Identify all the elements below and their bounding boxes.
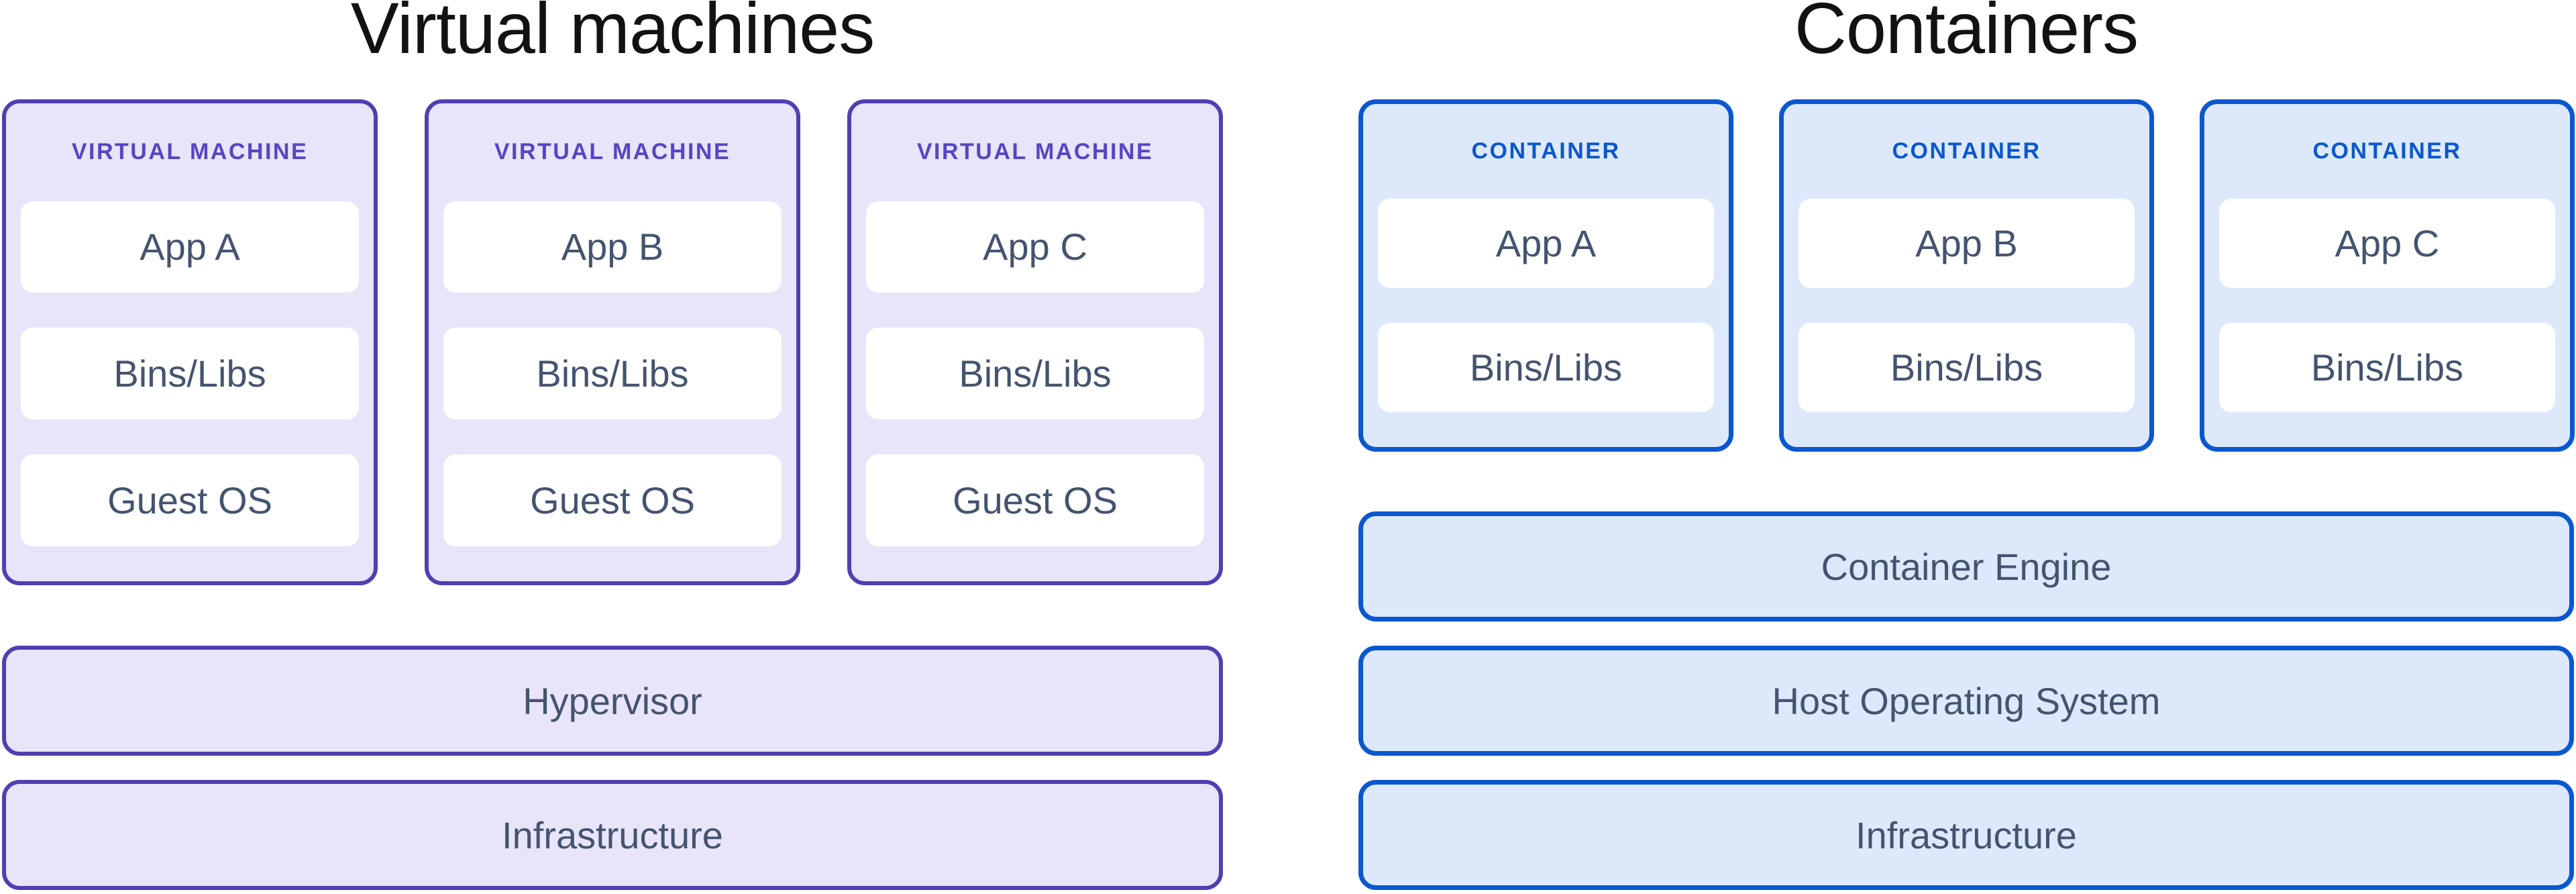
vm-card-3-guestos-box: Guest OS — [866, 454, 1204, 546]
vm-card-2-binslibs-box: Bins/Libs — [443, 328, 782, 420]
vm-card-1-binslibs-box: Bins/Libs — [21, 328, 359, 420]
container-engine-bar: Container Engine — [1358, 511, 2574, 622]
vm-card-1: VIRTUAL MACHINE App A Bins/Libs Guest OS — [2, 99, 378, 585]
container-card-3-label: CONTAINER — [2312, 138, 2462, 164]
container-card-1: CONTAINER App A Bins/Libs — [1358, 99, 1733, 452]
vm-card-1-label: VIRTUAL MACHINE — [71, 139, 309, 165]
infrastructure-bar-left: Infrastructure — [2, 780, 1223, 890]
container-card-2-binslibs-box: Bins/Libs — [1799, 322, 2135, 412]
container-card-3: CONTAINER App C Bins/Libs — [2200, 99, 2575, 452]
vm-card-2-guestos-box: Guest OS — [443, 454, 782, 546]
container-card-3-binslibs-box: Bins/Libs — [2219, 322, 2555, 412]
container-card-3-app-box: App C — [2219, 198, 2555, 288]
container-card-1-app-box: App A — [1378, 198, 1714, 288]
host-operating-system-bar: Host Operating System — [1358, 646, 2574, 756]
container-card-2: CONTAINER App B Bins/Libs — [1779, 99, 2154, 452]
infrastructure-bar-right: Infrastructure — [1358, 780, 2574, 890]
container-card-1-label: CONTAINER — [1471, 138, 1621, 164]
containers-section-title: Containers — [1794, 0, 2139, 68]
vm-card-3: VIRTUAL MACHINE App C Bins/Libs Guest OS — [847, 99, 1223, 585]
hypervisor-bar: Hypervisor — [2, 646, 1223, 756]
vm-card-2-label: VIRTUAL MACHINE — [494, 139, 731, 165]
vm-card-3-binslibs-box: Bins/Libs — [866, 328, 1204, 420]
vm-card-3-app-box: App C — [866, 201, 1204, 293]
container-card-2-app-box: App B — [1799, 198, 2135, 288]
vm-card-1-guestos-box: Guest OS — [21, 454, 359, 546]
vm-section-title: Virtual machines — [350, 0, 875, 68]
vm-card-1-app-box: App A — [21, 201, 359, 293]
vm-card-3-label: VIRTUAL MACHINE — [916, 139, 1154, 165]
container-card-2-label: CONTAINER — [1892, 138, 2041, 164]
container-card-1-binslibs-box: Bins/Libs — [1378, 322, 1714, 412]
vm-card-2-app-box: App B — [443, 201, 782, 293]
vm-card-2: VIRTUAL MACHINE App B Bins/Libs Guest OS — [425, 99, 800, 585]
